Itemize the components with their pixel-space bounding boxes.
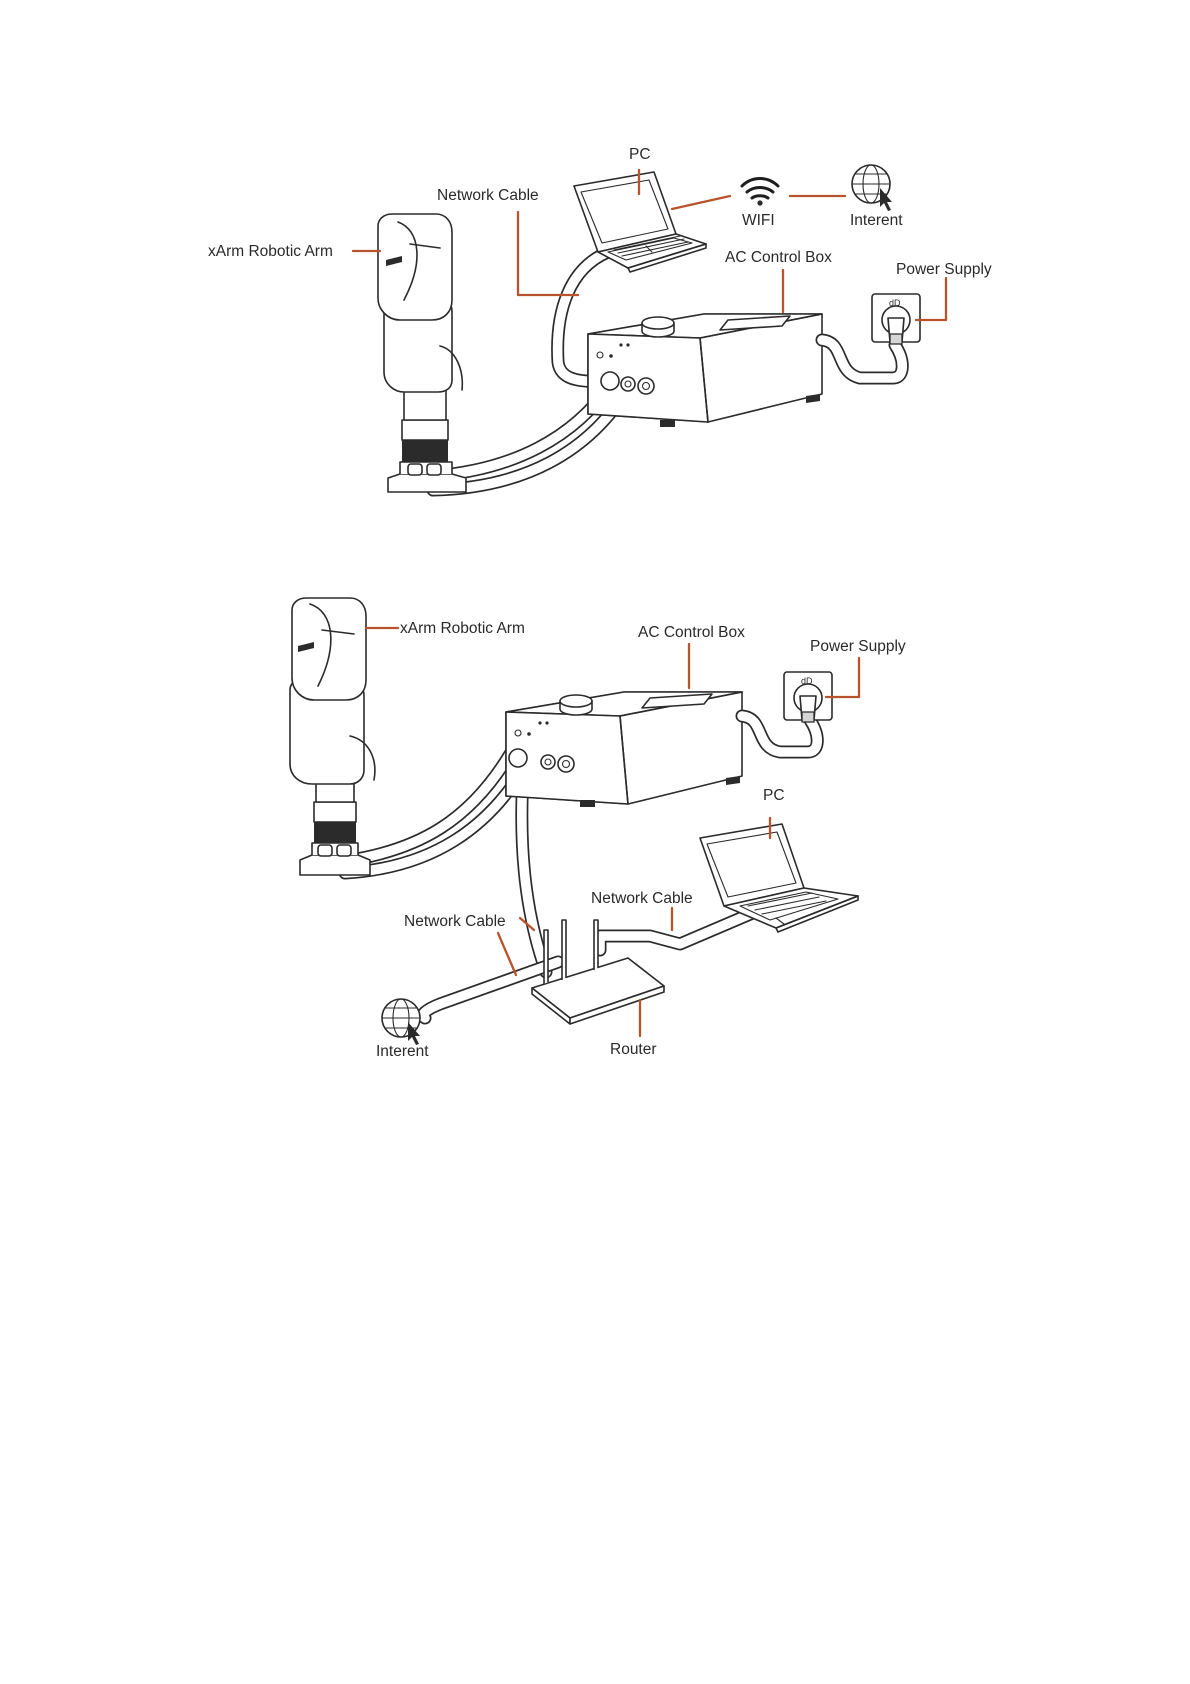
power-socket-icon: dD — [872, 294, 920, 344]
label-pc: PC — [629, 146, 651, 163]
diagram-pc-router-connection: dD — [290, 598, 906, 1060]
label-power-supply: Power Supply — [896, 261, 992, 278]
label-control-box: AC Control Box — [725, 249, 832, 266]
svg-text:dD: dD — [801, 676, 813, 686]
label-robotic-arm: xArm Robotic Arm — [208, 243, 333, 260]
label-network-cable-left: Network Cable — [404, 913, 506, 930]
label-pc: PC — [763, 787, 785, 804]
label-router: Router — [610, 1041, 657, 1058]
wifi-icon — [742, 179, 778, 206]
arm-cables-2 — [345, 754, 530, 873]
control-box-icon — [588, 314, 822, 427]
label-power-supply: Power Supply — [810, 638, 906, 655]
robot-arm-icon — [378, 214, 466, 492]
power-cord — [822, 340, 902, 378]
robot-arm-icon — [290, 598, 375, 875]
power-socket-icon: dD — [784, 672, 832, 722]
laptop-icon — [700, 824, 858, 932]
control-box-icon — [506, 692, 742, 807]
globe-icon — [852, 165, 892, 211]
svg-text:dD: dD — [889, 298, 901, 308]
label-control-box: AC Control Box — [638, 624, 745, 641]
label-robotic-arm: xArm Robotic Arm — [400, 620, 525, 637]
label-wifi: WIFI — [742, 212, 775, 229]
label-network-cable-right: Network Cable — [591, 890, 693, 907]
label-internet: Interent — [850, 212, 903, 229]
globe-icon — [382, 999, 420, 1045]
diagram-pc-wifi-connection: dD — [208, 146, 992, 492]
label-network-cable: Network Cable — [437, 187, 539, 204]
label-internet: Interent — [376, 1043, 429, 1060]
network-cable-pc — [600, 912, 755, 950]
